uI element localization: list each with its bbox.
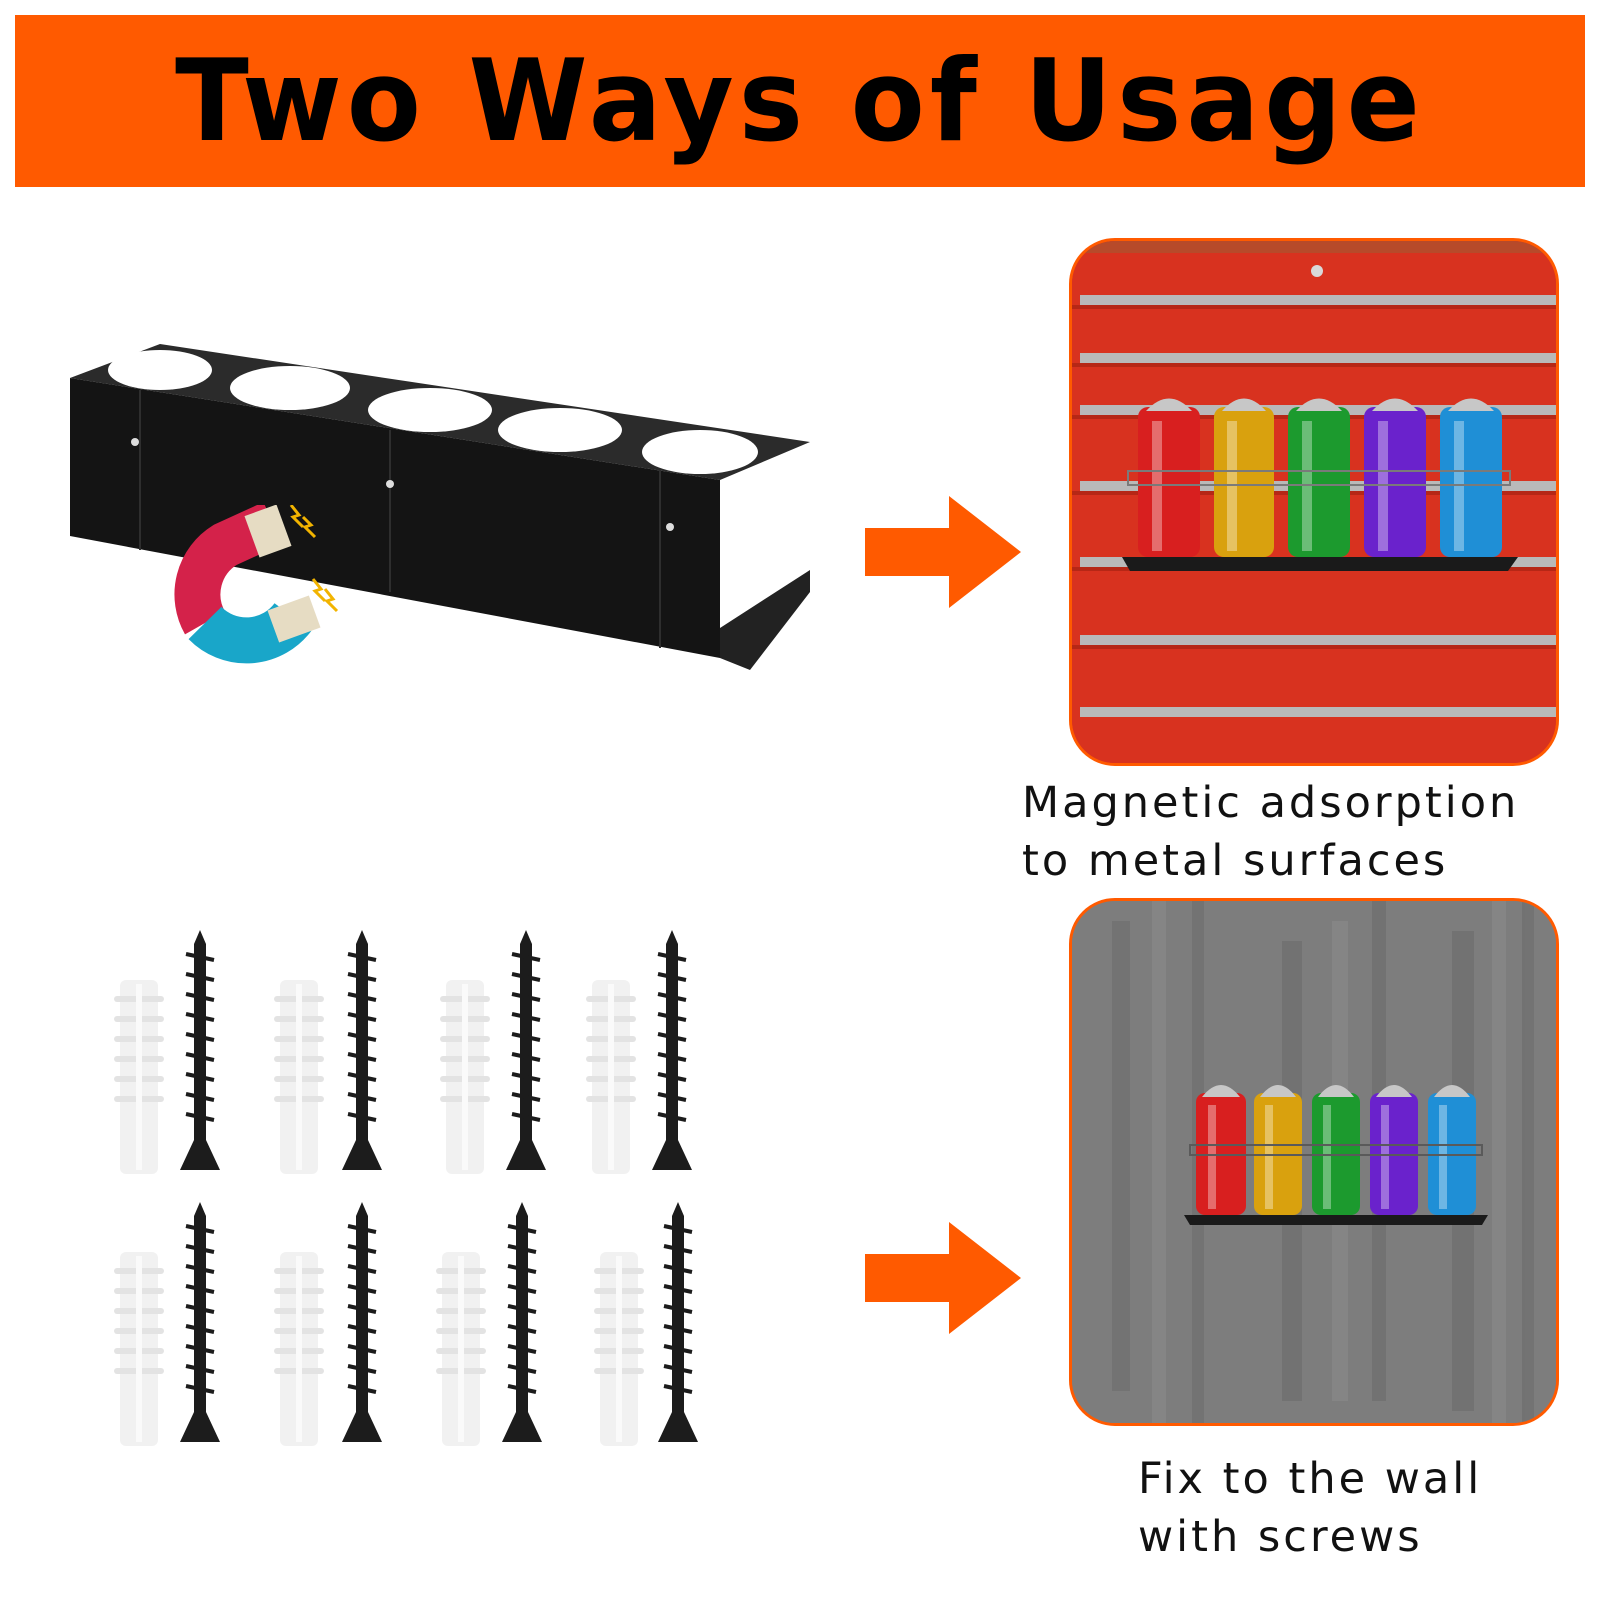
- arrow-right-icon: [865, 496, 1021, 608]
- magnetic-caption-line1: Magnetic adsorption: [1022, 778, 1520, 828]
- rack-hole: [368, 388, 492, 432]
- toolbox-photo-panel: [1069, 238, 1559, 766]
- rack-front-face: [70, 378, 720, 658]
- wall-caption-line1: Fix to the wall: [1138, 1454, 1483, 1504]
- rack-hole: [230, 366, 350, 410]
- rack-hole: [108, 350, 212, 390]
- spray-cans: [1196, 1085, 1476, 1215]
- spray-cans: [1138, 398, 1502, 557]
- magnet-icon: [174, 505, 339, 664]
- header-banner: Two Ways of Usage: [15, 15, 1585, 187]
- rack-product-image: [70, 344, 810, 670]
- page-title: Two Ways of Usage: [175, 35, 1425, 167]
- magnetic-caption: Magnetic adsorption to metal surfaces: [1022, 774, 1519, 890]
- wall-illustration: [1072, 901, 1556, 1423]
- toolbox-illustration: [1072, 241, 1556, 763]
- rack-hole: [498, 408, 622, 452]
- arrow-right-icon: [865, 1222, 1021, 1334]
- rack-hole: [642, 430, 758, 474]
- rack-bottom-lip: [720, 570, 810, 670]
- rack-shelf: [1122, 557, 1518, 571]
- wall-caption-line2: with screws: [1138, 1512, 1423, 1562]
- screws-and-anchors-image: [114, 930, 700, 1446]
- wall-caption: Fix to the wall with screws: [1138, 1450, 1482, 1566]
- magnetic-caption-line2: to metal surfaces: [1022, 836, 1449, 886]
- rack-shelf: [1184, 1215, 1488, 1225]
- wall-anchor-icon: [114, 980, 644, 1446]
- wall-photo-panel: [1069, 898, 1559, 1426]
